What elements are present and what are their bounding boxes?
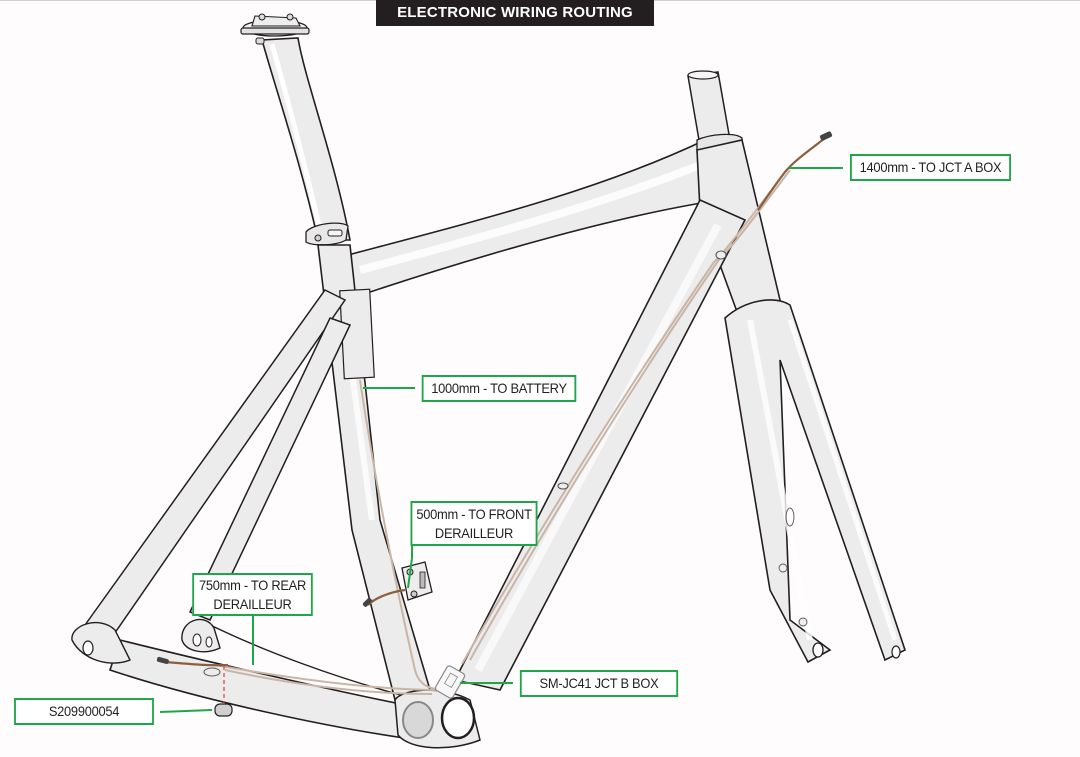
- diagram-title: ELECTRONIC WIRING ROUTING: [376, 0, 654, 26]
- callout-text: DERAILLEUR: [434, 524, 514, 541]
- connector-plug-rd: [156, 656, 169, 665]
- cable-port: [203, 667, 221, 677]
- callout-text: S209900054: [48, 703, 120, 719]
- seatpost: [240, 13, 351, 241]
- grommet-icon: [214, 703, 233, 717]
- seat-collar: [305, 222, 349, 246]
- front-fork: [724, 299, 906, 664]
- callout-text: DERAILLEUR: [213, 595, 292, 612]
- callout-rear-derailleur: 750mm - TO REAR DERAILLEUR: [192, 573, 313, 616]
- jct-b-box-illustration: [434, 665, 466, 699]
- external-wiring: [164, 137, 826, 667]
- connector-plug-fd: [362, 597, 372, 607]
- callout-jct-b-box: SM-JC41 JCT B BOX: [519, 670, 679, 697]
- callout-jct-a-box: 1400mm - TO JCT A BOX: [850, 154, 1011, 181]
- callout-text: 500mm - TO FRONT: [416, 505, 532, 522]
- chainstay: [108, 639, 421, 741]
- cable-port: [715, 250, 727, 260]
- callout-text: 1400mm - TO JCT A BOX: [859, 159, 1002, 175]
- callout-text: 1000mm - TO BATTERY: [431, 380, 567, 396]
- callout-text: SM-JC41 JCT B BOX: [539, 675, 659, 691]
- callout-text: 750mm - TO REAR: [198, 576, 307, 593]
- leader-lines: [159, 167, 843, 713]
- bottom-bracket: [394, 689, 481, 749]
- connector-plug-jct-a: [819, 131, 833, 141]
- front-derailleur-mount: [401, 561, 433, 601]
- callout-battery: 1000mm - TO BATTERY: [421, 375, 577, 402]
- cable-port: [557, 482, 569, 490]
- callout-front-derailleur: 500mm - TO FRONT DERAILLEUR: [410, 501, 538, 546]
- internal-wiring: [214, 169, 791, 695]
- rear-dropout: [71, 618, 221, 664]
- callout-grommet-part-number: S209900054: [14, 698, 154, 725]
- seat-stay-right: [188, 317, 352, 621]
